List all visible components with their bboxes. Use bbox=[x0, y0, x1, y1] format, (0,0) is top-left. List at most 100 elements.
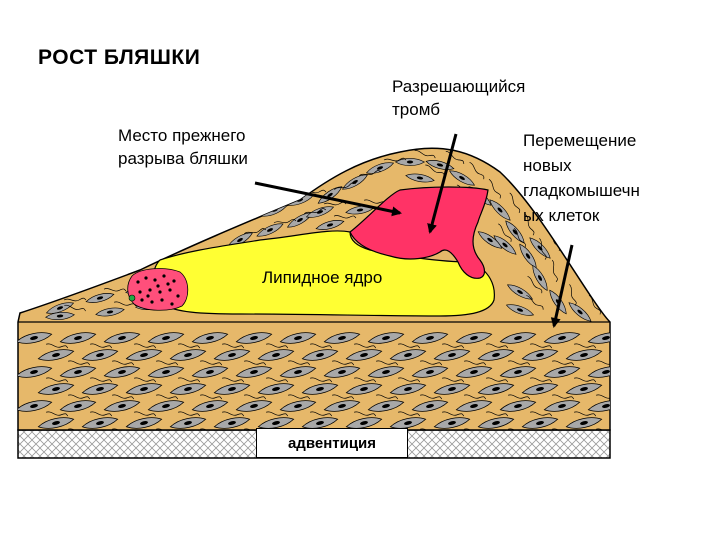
smooth-muscle-cell bbox=[323, 366, 361, 378]
tissue-fibre bbox=[244, 360, 267, 366]
smooth-muscle-cell bbox=[532, 264, 548, 292]
smooth-muscle-cell bbox=[505, 304, 535, 316]
smooth-muscle-cell bbox=[499, 400, 537, 412]
tissue-fibre bbox=[200, 394, 223, 400]
tissue-fibre bbox=[333, 215, 357, 219]
smooth-muscle-cell bbox=[301, 349, 339, 361]
smooth-muscle-cell bbox=[213, 349, 251, 361]
tissue-fibre bbox=[464, 360, 487, 366]
smooth-muscle-cell bbox=[389, 383, 427, 395]
tissue-fibre bbox=[530, 411, 553, 417]
label-adventitia: адвентиция bbox=[256, 428, 408, 458]
tissue-fibre bbox=[442, 343, 465, 349]
label-line: тромб bbox=[392, 100, 440, 119]
arrow-rupture-site bbox=[254, 181, 402, 217]
tissue-fibre bbox=[266, 411, 289, 417]
label-smc-migration: Перемещение новых гладкомышечн ых клеток bbox=[523, 128, 640, 228]
tissue-fibre bbox=[46, 377, 69, 383]
smooth-muscle-cell bbox=[81, 383, 119, 395]
tissue-fibre bbox=[574, 343, 597, 349]
tissue-fibre bbox=[68, 360, 91, 366]
diagram-title: РОСТ БЛЯШКИ bbox=[38, 46, 201, 69]
smooth-muscle-cell bbox=[169, 349, 207, 361]
smooth-muscle-cell bbox=[521, 349, 559, 361]
smooth-muscle-cell bbox=[191, 366, 229, 378]
tissue-fibre bbox=[90, 377, 113, 383]
smooth-muscle-cell bbox=[279, 400, 317, 412]
tissue-fibre bbox=[112, 360, 135, 366]
tissue-fibre bbox=[588, 295, 601, 315]
smooth-muscle-cell bbox=[394, 158, 426, 166]
tissue-fibre bbox=[303, 208, 327, 215]
smooth-muscle-cell bbox=[489, 199, 511, 221]
smooth-muscle-cell bbox=[455, 400, 493, 412]
smooth-muscle-cell bbox=[169, 383, 207, 395]
smooth-muscle-cell bbox=[103, 400, 141, 412]
tissue-fibre bbox=[508, 428, 531, 430]
tissue-fibre bbox=[332, 394, 355, 400]
smooth-muscle-cell bbox=[543, 332, 581, 344]
label-line: гладкомышечн bbox=[523, 181, 640, 200]
label-line: Разрешающийся bbox=[392, 77, 526, 96]
smooth-muscle-cell bbox=[521, 383, 559, 395]
tissue-fibre bbox=[442, 377, 465, 383]
tissue-fibre bbox=[178, 343, 201, 349]
smooth-muscle-cell bbox=[85, 293, 115, 303]
tissue-fibre bbox=[354, 377, 377, 383]
smooth-muscle-cell bbox=[213, 383, 251, 395]
tissue-fibre bbox=[46, 411, 69, 417]
tissue-fibre bbox=[134, 343, 157, 349]
tissue-fibre bbox=[552, 360, 575, 366]
smooth-muscle-cell bbox=[125, 383, 163, 395]
smooth-muscle-cell bbox=[411, 400, 449, 412]
smooth-muscle-cell bbox=[45, 311, 75, 321]
smooth-muscle-cell bbox=[587, 332, 610, 344]
smooth-muscle-cell bbox=[345, 349, 383, 361]
tissue-fibre bbox=[222, 343, 245, 349]
smooth-muscle-cell bbox=[95, 307, 125, 317]
smooth-muscle-cell bbox=[257, 349, 295, 361]
smooth-muscle-cell bbox=[587, 366, 610, 378]
smooth-muscle-cell bbox=[365, 162, 395, 174]
lipid-core bbox=[153, 230, 495, 317]
smooth-muscle-cell bbox=[279, 366, 317, 378]
smooth-muscle-cell bbox=[499, 332, 537, 344]
tissue-fibre bbox=[486, 411, 509, 417]
tissue-fibre bbox=[420, 360, 443, 366]
tissue-fibre bbox=[530, 343, 553, 349]
smooth-muscle-cell bbox=[367, 332, 405, 344]
tissue-fibre bbox=[68, 428, 91, 430]
tissue-fibre bbox=[420, 394, 443, 400]
smooth-muscle-cell bbox=[191, 332, 229, 344]
tissue-fibre bbox=[383, 157, 407, 162]
smooth-muscle-cell bbox=[169, 417, 207, 429]
tissue-fibre bbox=[442, 411, 465, 417]
tissue-fibre bbox=[243, 228, 267, 235]
smooth-muscle-cell bbox=[543, 366, 581, 378]
smooth-muscle-cell bbox=[59, 400, 97, 412]
smooth-muscle-cell bbox=[256, 223, 284, 237]
tissue-fibre bbox=[513, 228, 526, 248]
tissue-fibre bbox=[222, 411, 245, 417]
tissue-fibre bbox=[574, 377, 597, 383]
smooth-muscle-cell bbox=[125, 349, 163, 361]
tissue-fibre bbox=[530, 377, 553, 383]
smooth-muscle-cell bbox=[477, 231, 503, 249]
arrow-smc-migration bbox=[550, 244, 574, 328]
smooth-muscle-cell bbox=[367, 400, 405, 412]
smooth-muscle-cell bbox=[565, 417, 603, 429]
tissue-fibre bbox=[420, 428, 443, 430]
tissue-fibre bbox=[134, 411, 157, 417]
tissue-fibre bbox=[90, 343, 113, 349]
smooth-muscle-cell bbox=[18, 400, 53, 412]
tissue-fibre bbox=[508, 394, 531, 400]
tissue-fibre bbox=[526, 295, 544, 310]
tissue-fibre bbox=[618, 410, 640, 417]
label-old-rupture-site: Место прежнего разрыва бляшки bbox=[118, 124, 248, 170]
smooth-muscle-cell bbox=[59, 332, 97, 344]
smooth-muscle-cell bbox=[147, 332, 185, 344]
smooth-muscle-cell bbox=[257, 383, 295, 395]
smooth-muscle-cell bbox=[279, 332, 317, 344]
smooth-muscle-cell bbox=[477, 349, 515, 361]
